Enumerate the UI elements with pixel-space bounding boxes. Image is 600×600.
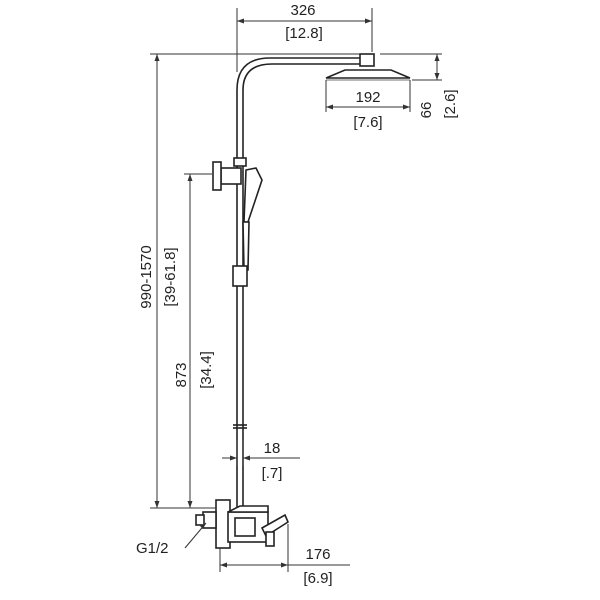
head-height-mm: 66 [418, 102, 435, 119]
overall-height-mm: 990-1570 [138, 245, 155, 308]
holder-height-inch: [34.4] [198, 351, 215, 389]
rain-shower-head [325, 53, 411, 81]
head-diameter-inch: [7.6] [353, 114, 382, 131]
inlet-connector [195, 511, 217, 529]
dimension-head-height: 66 [2.6] [380, 53, 459, 119]
hand-shower [212, 157, 263, 271]
dimension-valve-depth: 176 [6.9] [219, 524, 350, 587]
holder-height-mm: 873 [173, 362, 190, 387]
adjustment-collar [232, 265, 248, 287]
arm-reach-mm: 326 [290, 2, 315, 19]
dimension-pipe-offset: 18 [.7] [222, 440, 300, 482]
overall-height-inch: [39-61.8] [162, 247, 179, 306]
head-height-inch: [2.6] [442, 89, 459, 118]
callout-inlet-thread: G1/2 [136, 522, 207, 557]
dimension-arm-reach: 326 [12.8] [236, 2, 373, 72]
pipe-offset-mm: 18 [264, 440, 281, 457]
dimension-holder-height: 873 [34.4] [173, 173, 216, 509]
pipe-joint [233, 424, 247, 429]
valve-depth-inch: [6.9] [303, 570, 332, 587]
shower-column [236, 57, 372, 512]
dimension-head-diameter: 192 [7.6] [325, 80, 411, 131]
mixer-valve [215, 499, 290, 549]
pipe-offset-inch: [.7] [262, 465, 283, 482]
valve-depth-mm: 176 [305, 546, 330, 563]
inlet-thread-label: G1/2 [136, 540, 169, 557]
dimension-overall-height: 990-1570 [39-61.8] [138, 53, 360, 509]
head-diameter-mm: 192 [355, 89, 380, 106]
arm-reach-inch: [12.8] [285, 25, 323, 42]
